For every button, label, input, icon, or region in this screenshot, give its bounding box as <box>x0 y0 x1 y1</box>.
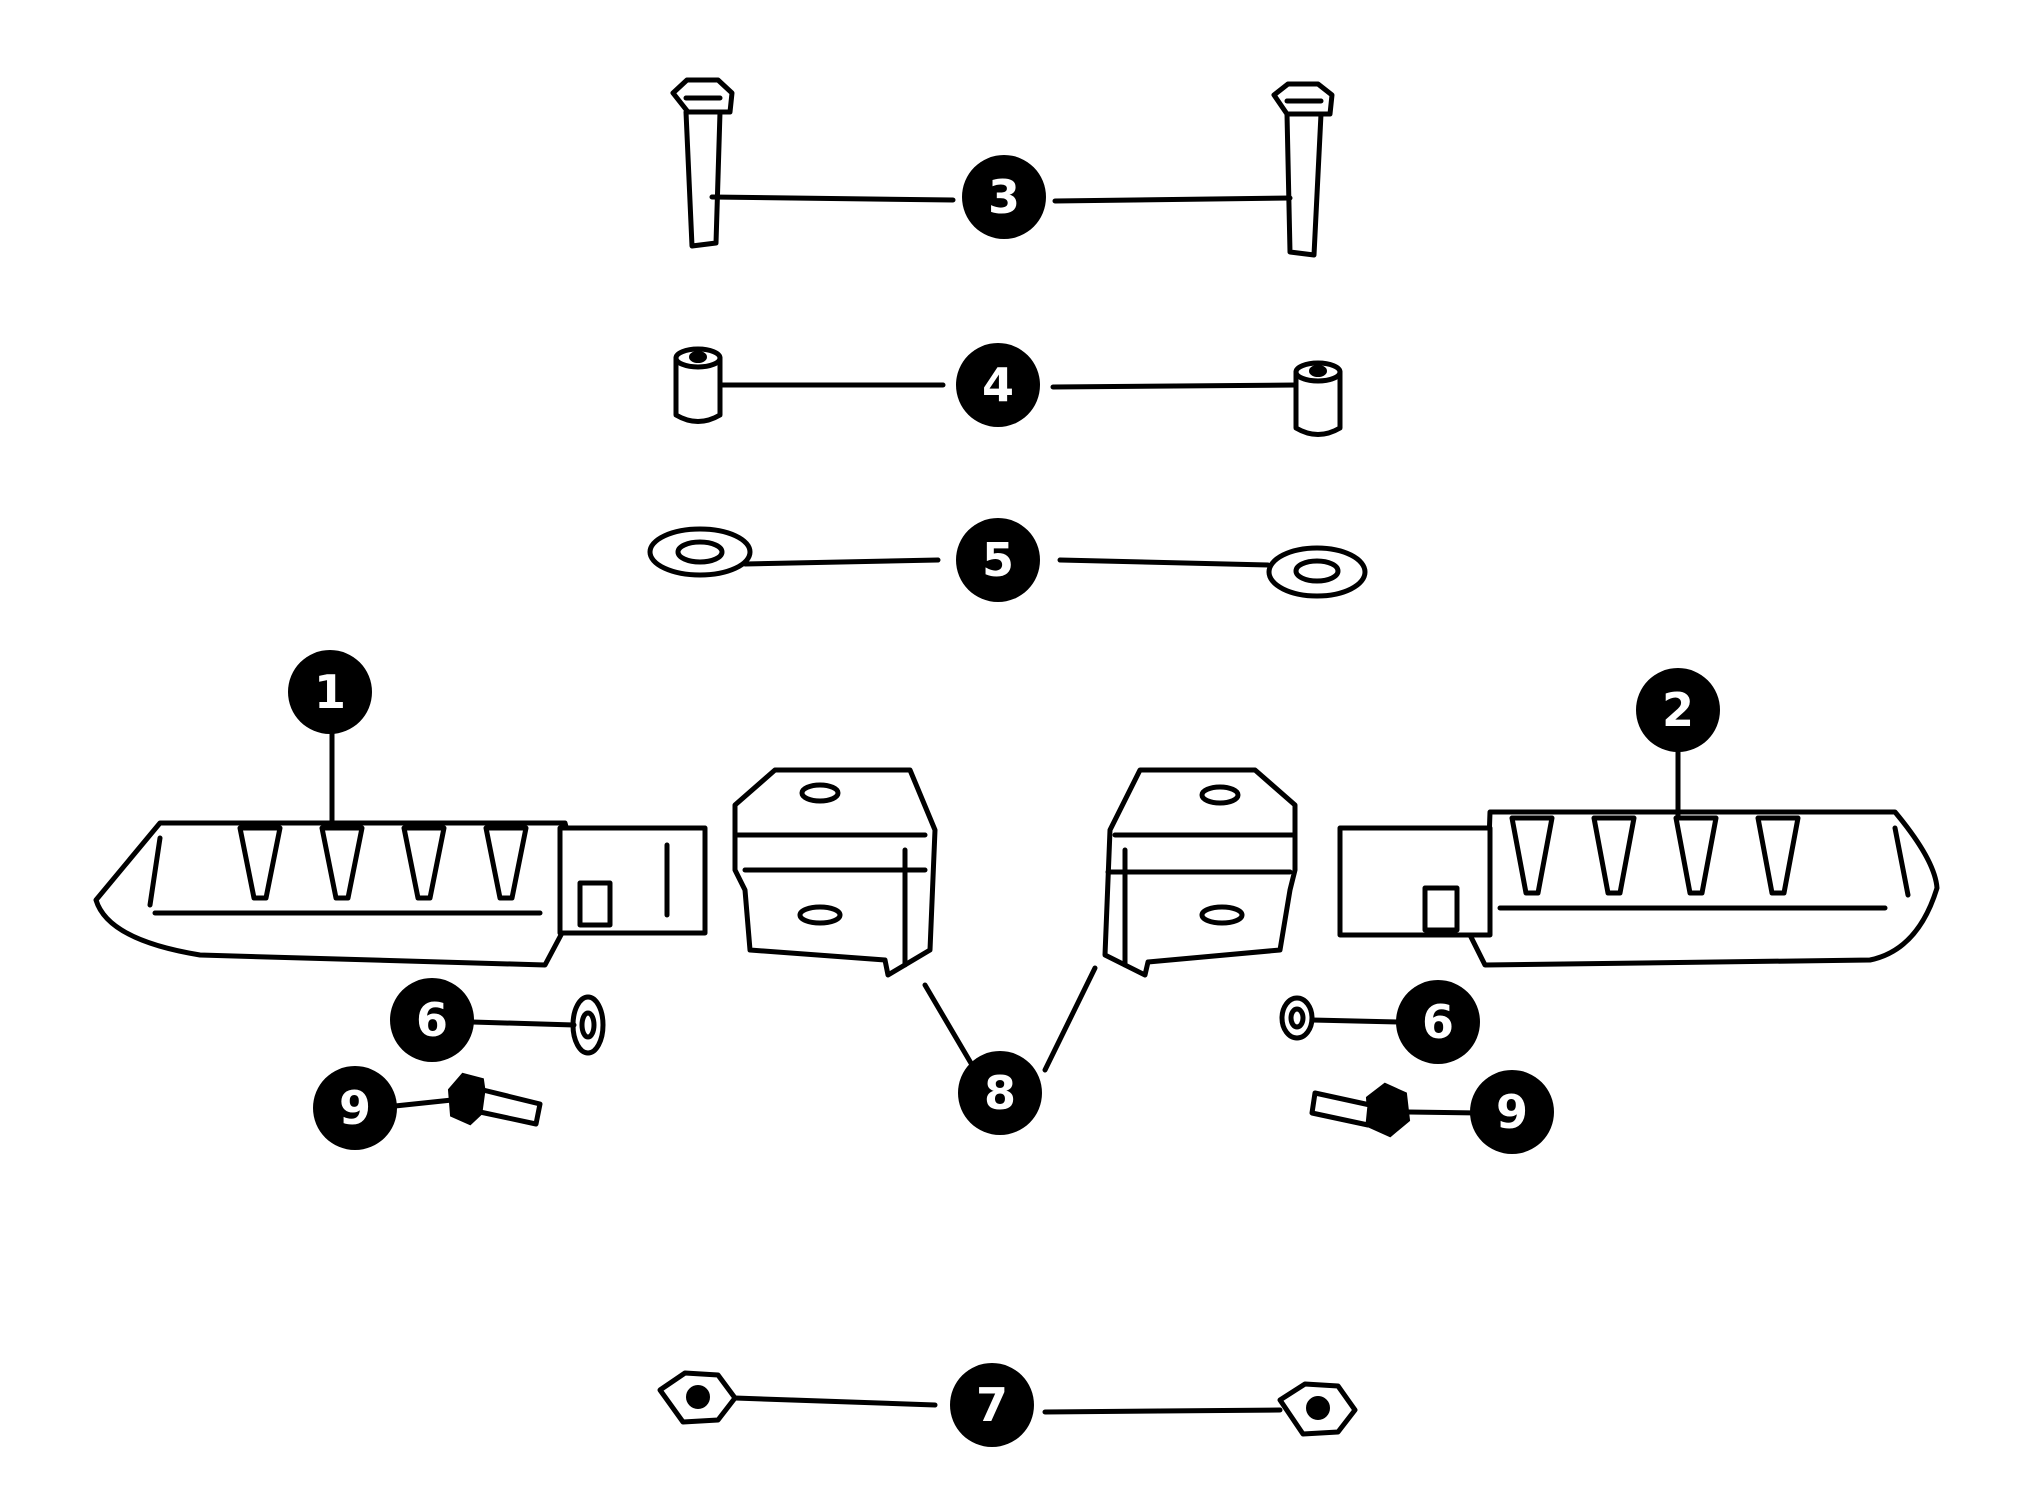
leader-7-left <box>732 1395 938 1408</box>
short-bolt-right <box>1309 1082 1411 1138</box>
callout-3: 3 <box>962 155 1046 239</box>
callout-1-label: 1 <box>314 665 346 719</box>
callout-2-label: 2 <box>1662 683 1694 737</box>
callout-4: 4 <box>956 343 1040 427</box>
bolt-right <box>1271 81 1335 258</box>
callout-4-label: 4 <box>982 358 1014 412</box>
callout-9-right: 9 <box>1470 1070 1554 1154</box>
leader-8-right <box>1042 965 1098 1073</box>
callout-5-label: 5 <box>982 533 1014 587</box>
callout-6-left: 6 <box>390 978 474 1062</box>
spacer-left <box>673 346 723 424</box>
leader-8-left <box>922 982 978 1073</box>
washer-right <box>1266 545 1368 599</box>
callout-5: 5 <box>956 518 1040 602</box>
callout-6-right: 6 <box>1396 980 1480 1064</box>
leader-5-right <box>1057 557 1271 568</box>
short-bolt-left <box>447 1072 543 1127</box>
footpeg-left <box>93 820 708 968</box>
leader-9-right <box>1405 1109 1483 1116</box>
leader-lines <box>329 194 1681 1415</box>
leader-9-left <box>392 1097 455 1109</box>
callout-9-left: 9 <box>313 1066 397 1150</box>
callout-7: 7 <box>950 1363 1034 1447</box>
callout-1: 1 <box>288 650 372 734</box>
bolt-left <box>670 77 735 249</box>
nut-left <box>657 1370 738 1425</box>
leader-7-right <box>1042 1407 1283 1415</box>
small-washer-left <box>570 994 606 1056</box>
callout-6-right-label: 6 <box>1422 995 1454 1049</box>
bracket-right <box>1102 767 1298 978</box>
leader-3-right <box>1052 195 1293 204</box>
callout-3-label: 3 <box>988 170 1020 224</box>
footpeg-right <box>1337 809 1940 968</box>
washer-left <box>647 526 753 578</box>
footpeg-left-teeth <box>237 825 529 901</box>
nut-right <box>1277 1381 1358 1437</box>
callout-8: 8 <box>958 1051 1042 1135</box>
bracket-left <box>732 767 938 978</box>
small-washer-right <box>1279 995 1315 1041</box>
leader-5-left <box>742 557 941 567</box>
callout-9-left-label: 9 <box>339 1081 371 1135</box>
callout-9-right-label: 9 <box>1496 1085 1528 1139</box>
callout-6-left-label: 6 <box>416 993 448 1047</box>
callout-7-label: 7 <box>976 1378 1008 1432</box>
spacer-right <box>1293 360 1343 437</box>
leader-4-right <box>1050 382 1299 390</box>
footpeg-right-teeth <box>1509 815 1801 896</box>
callout-2: 2 <box>1636 668 1720 752</box>
callout-8-label: 8 <box>984 1066 1016 1120</box>
leader-3-left <box>709 194 956 203</box>
leader-6-left <box>469 1019 577 1028</box>
leader-6-right <box>1309 1017 1403 1025</box>
